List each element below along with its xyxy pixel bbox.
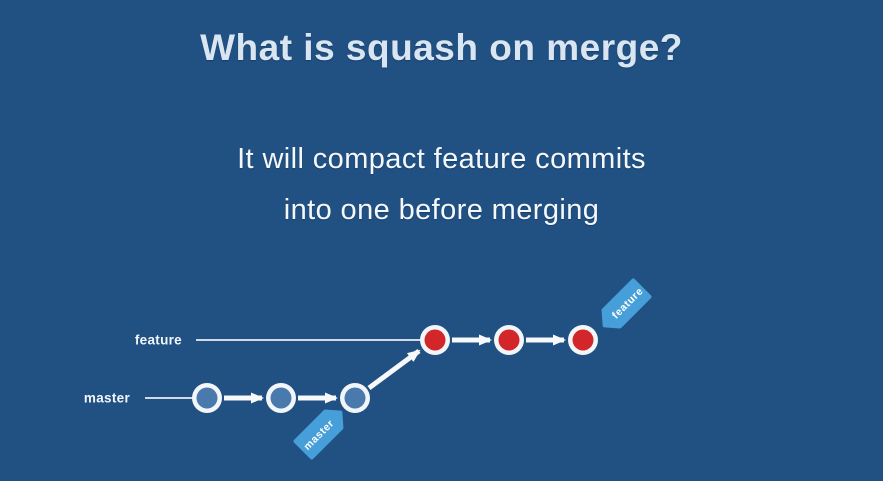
feature-branch-tag: feature — [601, 278, 652, 329]
master-branch-label: master — [84, 391, 131, 406]
feature-commit-node — [572, 329, 594, 351]
feature-tag-shape — [601, 278, 652, 329]
feature-commit-node — [424, 329, 446, 351]
feature-commit-node — [498, 329, 520, 351]
subtitle-line: It will compact feature commits — [237, 143, 646, 175]
master-commit-node — [270, 387, 292, 409]
master-commit-node — [344, 387, 366, 409]
commit-nodes — [192, 325, 598, 413]
branch-merge-arrow — [367, 348, 421, 391]
master-commit-node — [196, 387, 218, 409]
commit-arrows — [224, 334, 566, 404]
subtitle: It will compact feature commits into one… — [0, 134, 883, 236]
page-title: What is squash on merge? — [200, 27, 683, 68]
master-branch-tag: master — [293, 409, 344, 460]
feature-branch-label: feature — [135, 333, 182, 348]
master-tag-shape — [293, 409, 344, 460]
subtitle-line: into one before merging — [283, 194, 600, 226]
